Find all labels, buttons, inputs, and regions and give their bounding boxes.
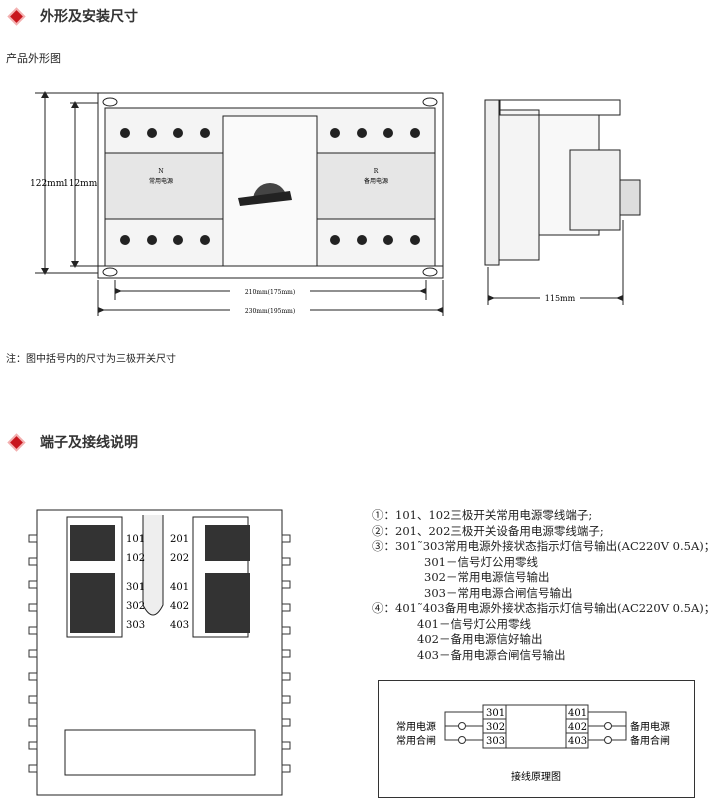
mounting-ear — [281, 764, 291, 773]
mounting-ear — [281, 649, 291, 658]
note-4: ④：401˜403备用电源外接状态指示灯信号输出(AC220V 0.5A)； — [372, 601, 716, 615]
n-label: N — [158, 168, 163, 175]
height-inner-label: 112mm — [63, 179, 98, 189]
terminal-301: 301 — [126, 582, 145, 593]
r-label: R — [374, 168, 379, 175]
mounting-ear — [281, 672, 291, 681]
mounting-ear — [281, 718, 291, 727]
backup-power-wire-label: 备用电源 — [630, 720, 670, 733]
height-outer-label: 122mm — [30, 179, 65, 189]
terminal-303: 303 — [126, 620, 145, 631]
mounting-ear — [281, 741, 291, 750]
note-4-402: 402－备用电源信好输出 — [417, 632, 543, 646]
terminal-102: 102 — [126, 553, 145, 564]
terminal-diagram: 101 102 301 302 303 201 202 401 402 403 — [28, 509, 291, 796]
backup-power-label: 备用电源 — [364, 177, 388, 185]
section-marker-icon — [10, 436, 23, 449]
note-4-403: 403－备用电源合闸信号输出 — [417, 647, 566, 662]
note-3: ③：301˜303常用电源外接状态指示灯信号输出(AC220V 0.5A)； — [372, 539, 716, 553]
terminal-402: 402 — [170, 601, 189, 612]
section-marker-icon — [10, 10, 23, 23]
wiring-caption: 接线原理图 — [511, 770, 561, 783]
wire-402: 402 — [568, 722, 587, 733]
terminal-202: 202 — [170, 553, 189, 564]
terminal-401: 401 — [170, 582, 189, 593]
terminal-101: 101 — [126, 534, 145, 545]
section-title-dimensions: 外形及安装尺寸 — [40, 9, 138, 25]
mounting-ear — [28, 557, 38, 566]
note-4-401: 401－信号灯公用零线 — [417, 616, 531, 631]
normal-close-wire-label: 常用合闸 — [396, 734, 436, 747]
terminal-403: 403 — [170, 620, 189, 631]
mounting-ear — [28, 741, 38, 750]
wire-302: 302 — [486, 722, 505, 733]
mounting-ear — [281, 557, 291, 566]
wire-401: 401 — [568, 708, 587, 719]
width-outer-label: 230mm(195mm) — [245, 308, 295, 315]
mounting-ear — [281, 580, 291, 589]
wire-301: 301 — [486, 708, 505, 719]
subtitle: 产品外形图 — [6, 52, 61, 65]
mounting-ear — [281, 603, 291, 612]
note-2: ②：201、202三极开关设备用电源零线端子; — [372, 523, 604, 538]
mounting-ear — [281, 626, 291, 635]
mounting-ear — [28, 603, 38, 612]
wiring-schematic: 301 302 303 401 402 403 常用电源 常用合闸 备用电源 备… — [378, 680, 695, 798]
mounting-ear — [28, 695, 38, 704]
mounting-ear — [28, 534, 38, 543]
note-3-302: 302－常用电源信号输出 — [424, 570, 550, 584]
normal-power-label: 常用电源 — [149, 177, 173, 185]
normal-power-wire-label: 常用电源 — [396, 720, 436, 733]
mounting-ear — [28, 580, 38, 589]
backup-close-wire-label: 备用合闸 — [630, 734, 670, 747]
mounting-ear — [28, 764, 38, 773]
mounting-ear — [28, 626, 38, 635]
mounting-ear — [28, 718, 38, 727]
section-title-terminals: 端子及接线说明 — [40, 435, 138, 451]
mounting-ear — [281, 534, 291, 543]
wire-303: 303 — [486, 736, 505, 747]
terminal-302: 302 — [126, 601, 145, 612]
depth-label: 115mm — [545, 294, 576, 303]
terminal-notes: ①：101、102三极开关常用电源零线端子; ②：201、202三极开关设备用电… — [372, 508, 715, 663]
wire-403: 403 — [568, 736, 587, 747]
width-inner-label: 210mm(175mm) — [245, 289, 295, 296]
mounting-ear — [28, 672, 38, 681]
note-1: ①：101、102三极开关常用电源零线端子; — [372, 508, 593, 522]
mounting-ear — [281, 695, 291, 704]
note-3-303: 303－常用电源合闸信号输出 — [424, 585, 573, 600]
left-terminal-block — [70, 525, 250, 633]
terminal-201: 201 — [170, 534, 189, 545]
side-view-drawing: 115mm — [484, 99, 641, 305]
front-view-drawing: 122mm 112mm N 常用电源 R 备用电源 210mm(175mm) 2… — [30, 91, 444, 316]
note-3-301: 301－信号灯公用零线 — [424, 554, 538, 569]
mounting-ear — [28, 649, 38, 658]
dimension-note: 注：图中括号内的尺寸为三极开关尺寸 — [6, 354, 176, 365]
